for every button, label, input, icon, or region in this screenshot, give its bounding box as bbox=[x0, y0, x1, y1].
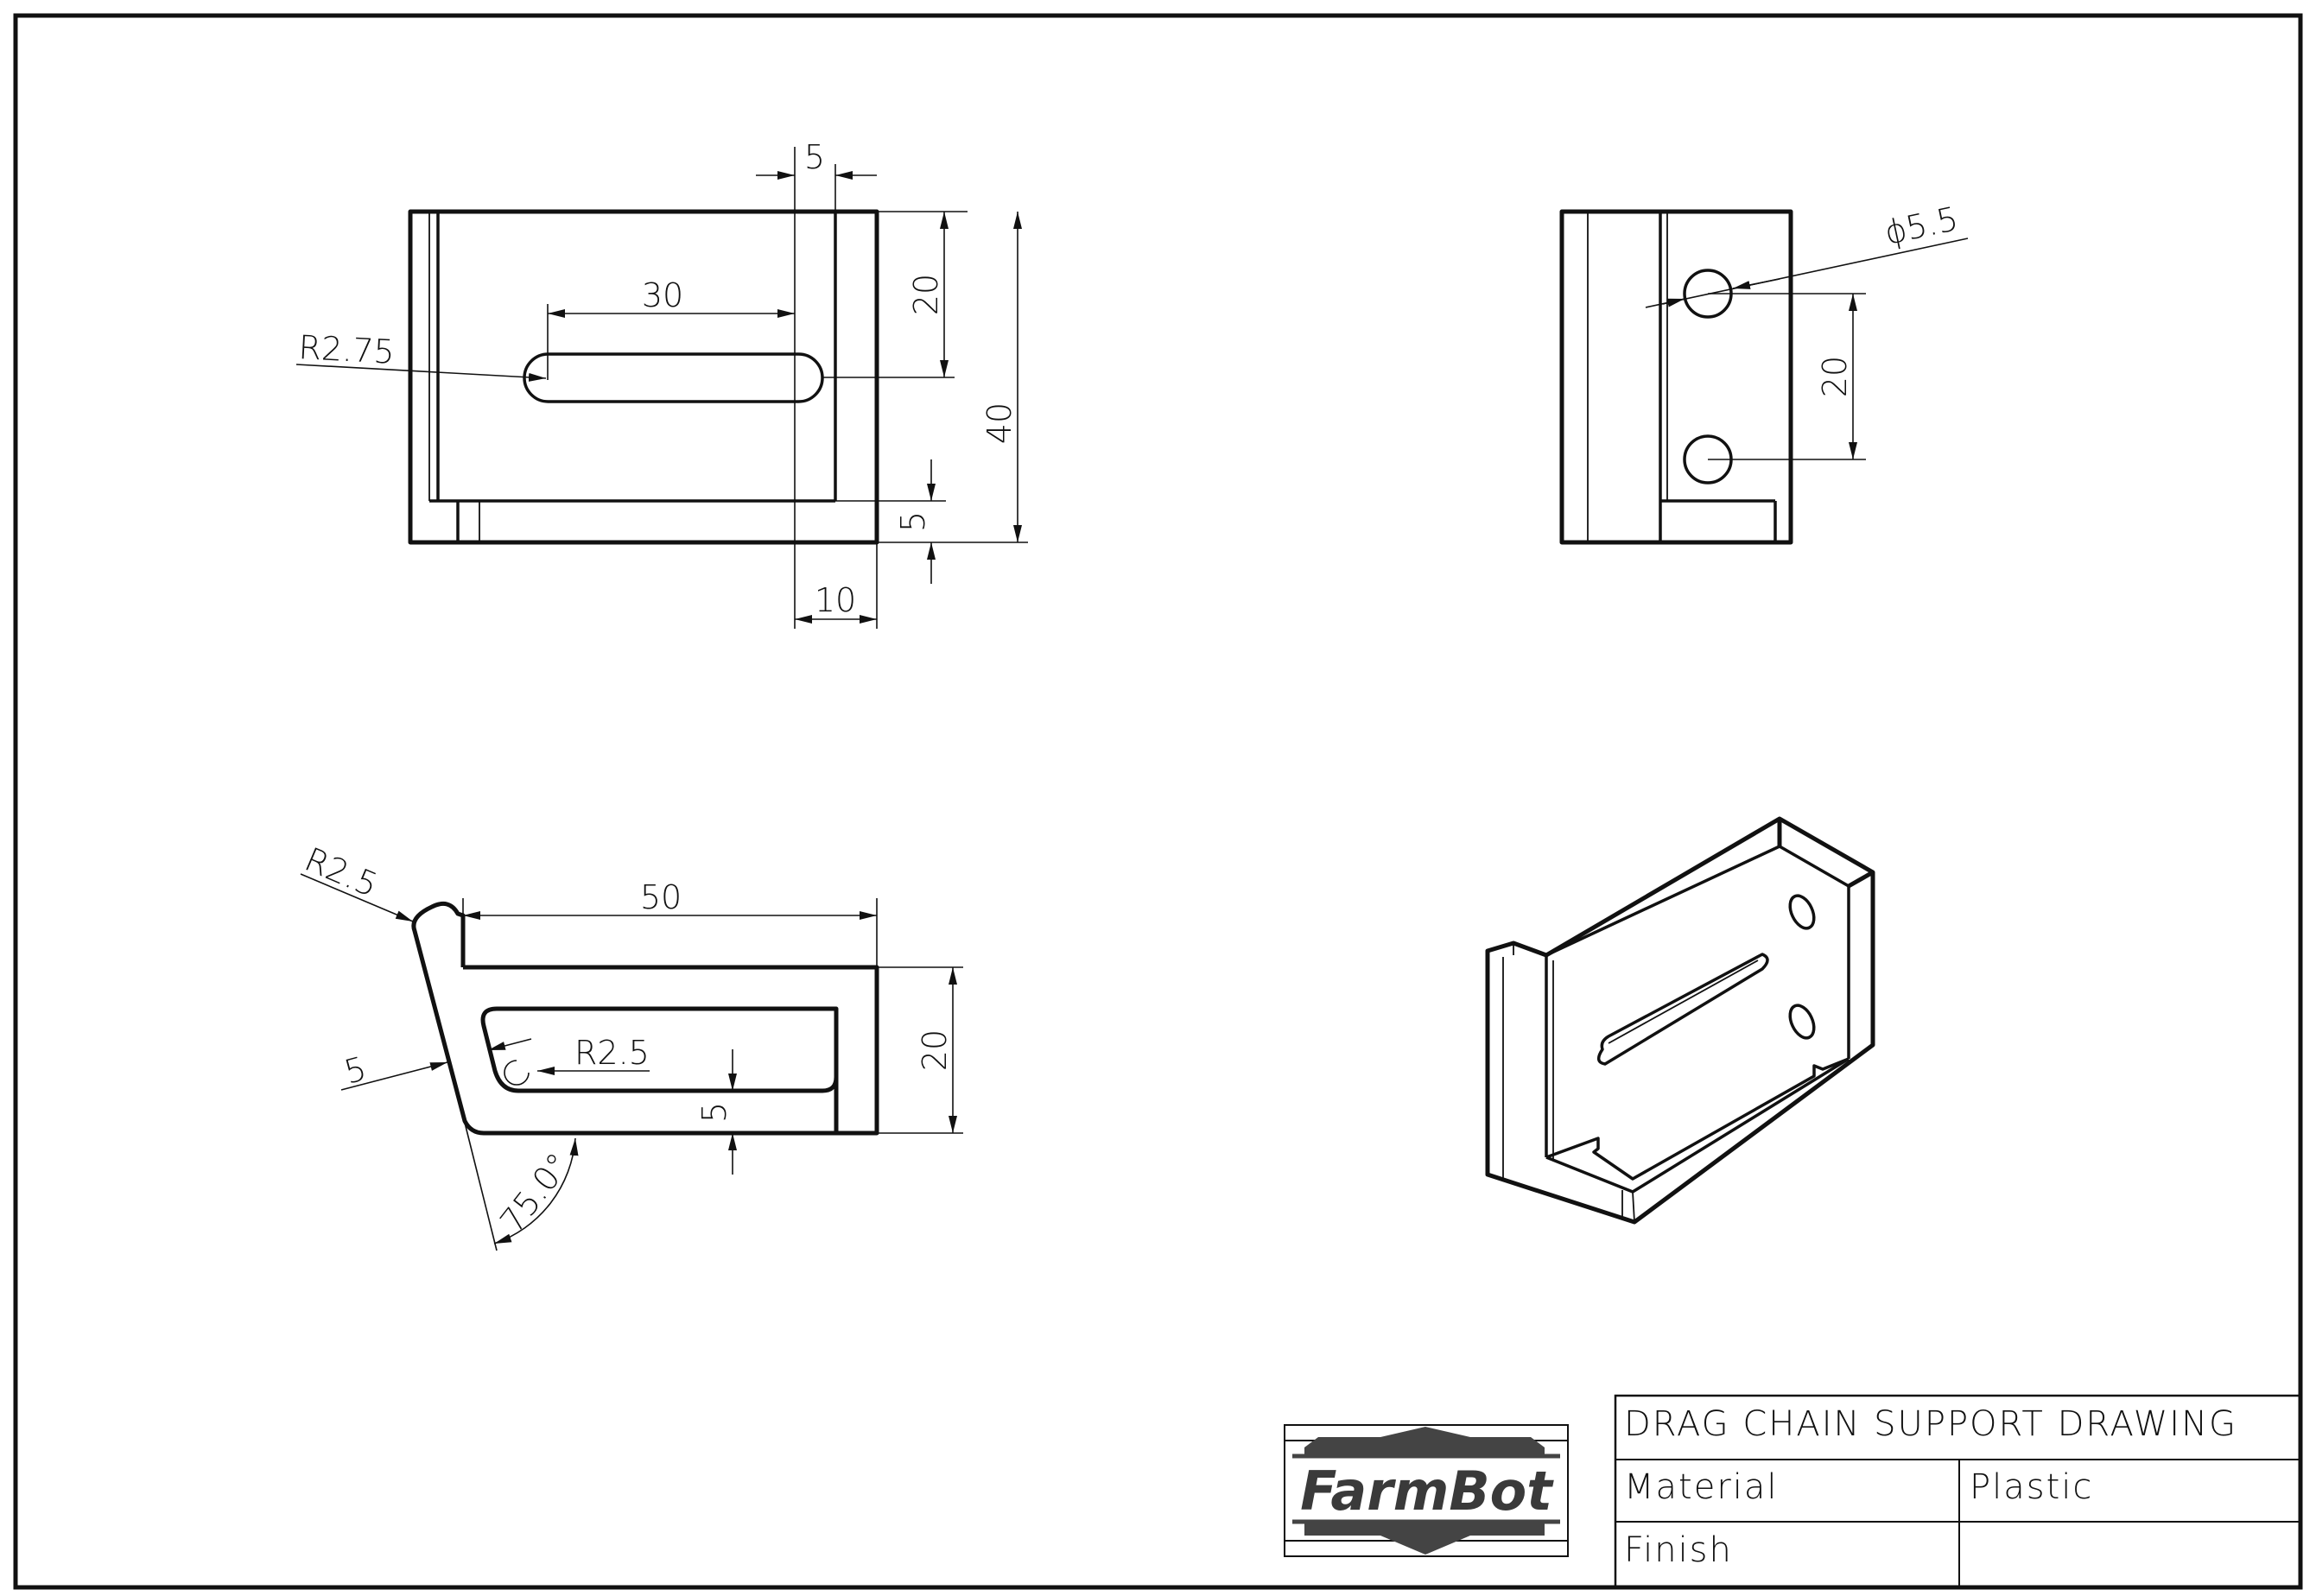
iso-slot-inner bbox=[1608, 960, 1759, 1044]
dim-slot-radius-label: R2.75 bbox=[298, 328, 396, 371]
front-outline bbox=[408, 209, 879, 545]
dim-inner-radius-label: R2.5 bbox=[574, 1034, 650, 1072]
title-block-frame bbox=[1614, 1394, 2302, 1589]
drawing-title: DRAG CHAIN SUPPORT DRAWING bbox=[1624, 1404, 2237, 1444]
material-label: Material bbox=[1624, 1467, 1779, 1507]
dim-hole-spacing-label: 20 bbox=[1816, 356, 1854, 397]
dim-angle-label: 75.0° bbox=[492, 1146, 577, 1240]
dim-height-label: 40 bbox=[980, 402, 1018, 444]
leader-line bbox=[1732, 278, 1780, 289]
iso-edge bbox=[1779, 845, 1850, 888]
dim-length-label: 50 bbox=[640, 878, 682, 916]
iso-edge bbox=[1632, 1057, 1850, 1194]
bottom-profile-outer bbox=[463, 965, 879, 1136]
iso-edge bbox=[1847, 870, 1875, 889]
leader-line bbox=[295, 364, 547, 382]
iso-edge bbox=[1545, 845, 1780, 957]
dim-floor-label: 5 bbox=[695, 1102, 733, 1123]
title-block: DRAG CHAIN SUPPORT DRAWING Material Plas… bbox=[1614, 1394, 2302, 1589]
dim-line bbox=[340, 1061, 448, 1091]
material-value: Plastic bbox=[1970, 1467, 2093, 1507]
leader-line bbox=[1662, 298, 1685, 307]
dim-slot-length-label: 30 bbox=[642, 276, 683, 314]
iso-edge bbox=[1632, 1191, 1635, 1223]
dim-thickness-label: 5 bbox=[340, 1049, 371, 1092]
farmbot-logo: FarmBot bbox=[1284, 1424, 1569, 1557]
iso-hole-bottom bbox=[1788, 1004, 1816, 1040]
iso-edge bbox=[1545, 1156, 1634, 1194]
finish-label: Finish bbox=[1624, 1530, 1733, 1570]
leader-line bbox=[300, 873, 414, 922]
dim-top-gap-label: 5 bbox=[804, 138, 825, 176]
center-mark bbox=[504, 1060, 530, 1086]
iso-floor-edge bbox=[1545, 1057, 1850, 1181]
dim-ext-line bbox=[464, 1122, 498, 1251]
sheet-border bbox=[13, 13, 2303, 1590]
dim-height-label: 20 bbox=[916, 1029, 954, 1071]
front-slot bbox=[523, 352, 824, 403]
front-view: 5 30 R2.75 20 40 5 10 bbox=[295, 138, 1028, 629]
dim-side-label: 10 bbox=[815, 581, 856, 619]
dim-slot-height-label: 20 bbox=[907, 274, 945, 315]
bottom-view: R2.5 50 20 5 R2.5 5 75.0° bbox=[299, 840, 963, 1251]
isometric-view bbox=[1485, 816, 1875, 1225]
angle-arc bbox=[493, 1137, 579, 1244]
bottom-profile-hook bbox=[411, 901, 877, 1136]
dim-line bbox=[487, 1038, 532, 1051]
logo-frame bbox=[1284, 1424, 1569, 1557]
side-outline bbox=[1559, 209, 1793, 545]
iso-slot bbox=[1596, 953, 1769, 1066]
logo-band bbox=[1292, 1454, 1560, 1523]
side-view: ϕ5.5 20 bbox=[1559, 200, 1969, 545]
dim-hole-diameter-label: ϕ5.5 bbox=[1881, 200, 1962, 252]
iso-hole-top bbox=[1788, 894, 1816, 930]
dim-tip-radius-label: R2.5 bbox=[299, 840, 383, 904]
dim-bottom-label: 5 bbox=[894, 511, 932, 532]
leader-line bbox=[1645, 238, 1969, 308]
logo-text: FarmBot bbox=[1300, 1460, 1554, 1523]
